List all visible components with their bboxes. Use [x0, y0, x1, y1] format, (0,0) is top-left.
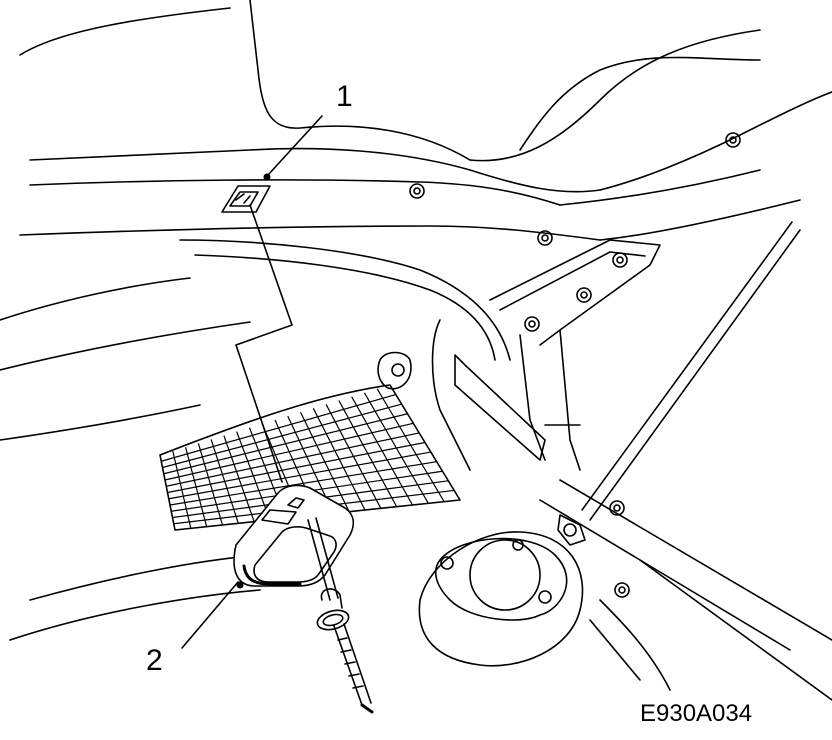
- callout-part-1: 1: [336, 80, 353, 113]
- support-rods: [539, 221, 832, 701]
- channel-assembly: [377, 319, 546, 471]
- mesh-line: [169, 461, 437, 506]
- mesh-line: [167, 441, 426, 494]
- part-2-grommet: [233, 484, 355, 587]
- mesh-line: [168, 451, 431, 500]
- strut-mount: [418, 514, 586, 667]
- body-panel-contours: [0, 0, 832, 641]
- callout-part-2: 2: [146, 644, 163, 677]
- mesh-line: [163, 413, 408, 475]
- mesh-outline: [159, 384, 461, 531]
- mesh-line: [166, 432, 420, 487]
- mesh-line: [162, 403, 402, 469]
- leader-lines: [181, 115, 323, 649]
- bracket-plate: [489, 239, 661, 471]
- panel-bolts: [409, 132, 741, 598]
- part-1-socket: [221, 185, 271, 213]
- retaining-pin: [307, 517, 374, 714]
- mesh-grille: [159, 384, 461, 531]
- mesh-line: [164, 422, 414, 481]
- figure-reference-code: E930A034: [640, 700, 753, 727]
- mesh-line: [161, 394, 396, 462]
